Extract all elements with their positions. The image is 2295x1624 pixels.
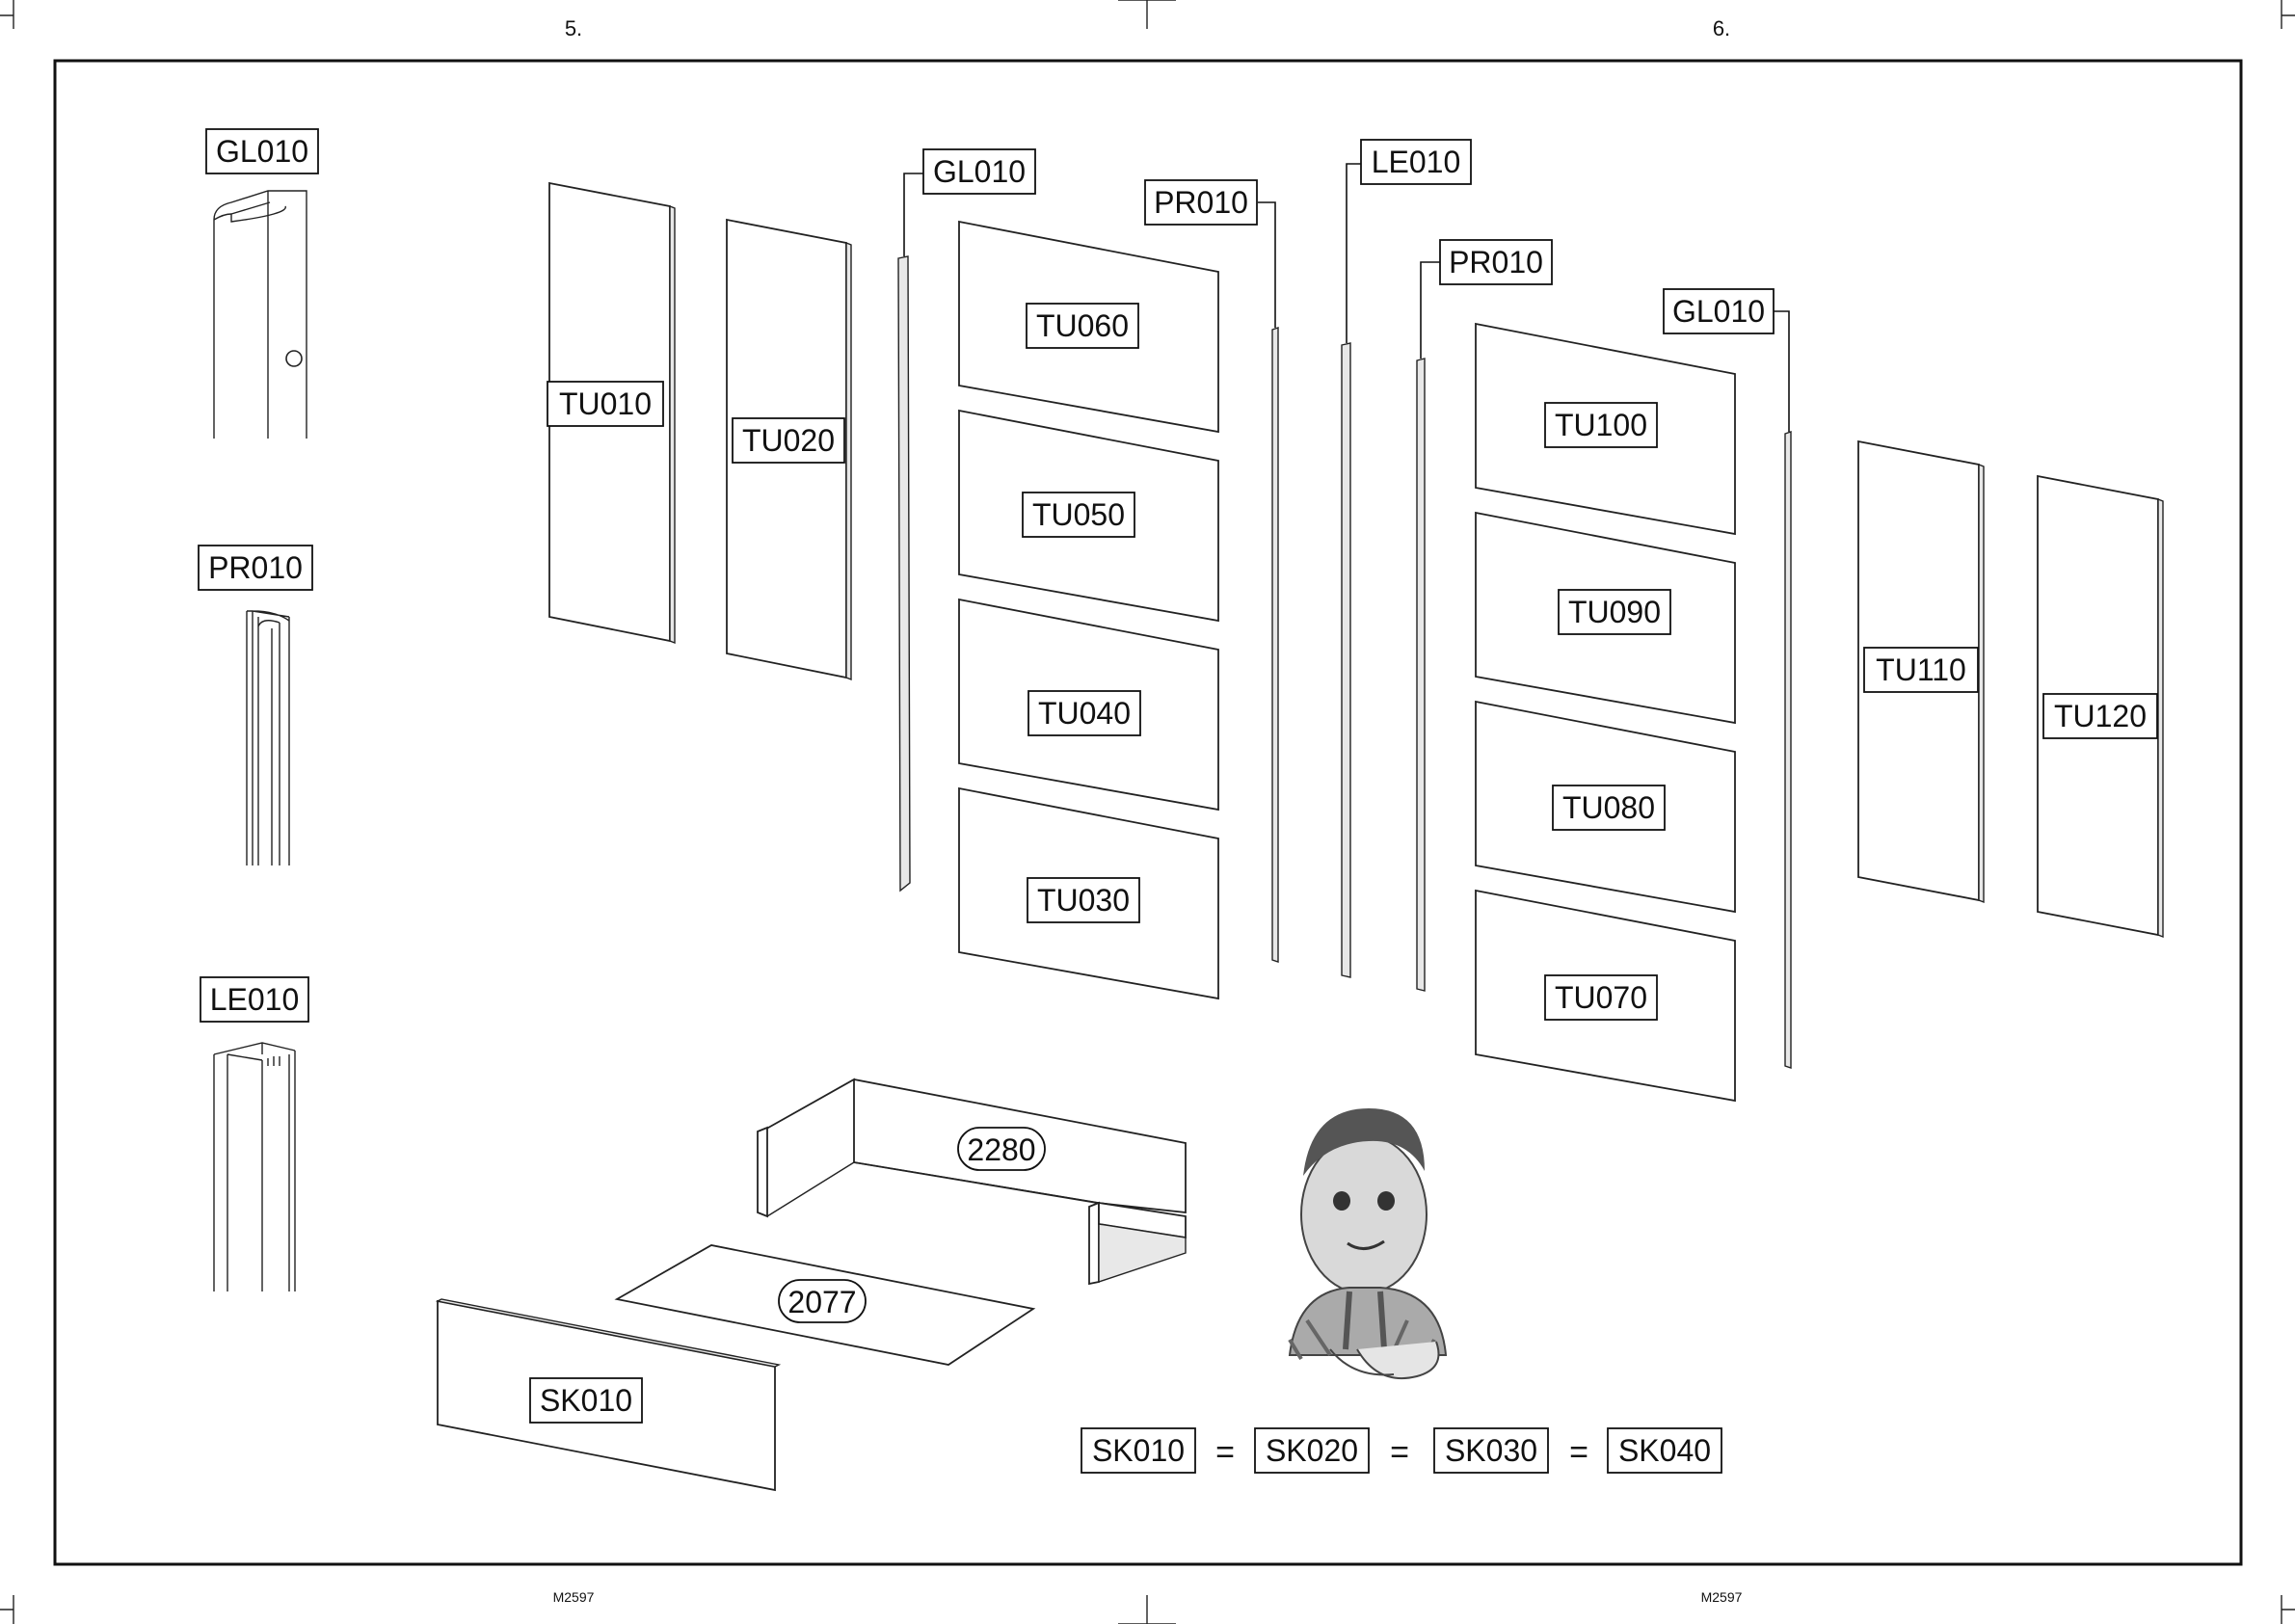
profile-gl010: GL010 bbox=[206, 129, 318, 439]
drawer-frame: 2280 bbox=[758, 1079, 1186, 1284]
equivalence-separator-2: = bbox=[1390, 1434, 1409, 1471]
panel-tu090-label: TU090 bbox=[1568, 595, 1661, 629]
rail-gl010-left-label: GL010 bbox=[933, 154, 1026, 189]
panel-tu060: TU060 bbox=[959, 222, 1218, 432]
panel-tu040-label: TU040 bbox=[1038, 696, 1131, 731]
door-tu110: TU110 bbox=[1858, 441, 1984, 902]
door-tu020: TU020 bbox=[727, 220, 851, 679]
equivalence-separator-1: = bbox=[1215, 1434, 1235, 1471]
rail-pr010-mid-label: PR010 bbox=[1154, 185, 1248, 220]
sk-equivalence: SK010 = SK020 = SK030 = SK040 bbox=[1081, 1428, 1721, 1473]
panel-tu050-label: TU050 bbox=[1032, 497, 1125, 532]
panel-tu070-label: TU070 bbox=[1555, 980, 1647, 1015]
footer-code-left: M2597 bbox=[553, 1589, 595, 1605]
page-number-left: 5. bbox=[565, 16, 582, 40]
drawer-front-label: SK010 bbox=[540, 1383, 632, 1418]
profile-pr010: PR010 bbox=[199, 546, 312, 865]
door-tu010-label: TU010 bbox=[559, 386, 652, 421]
door-tu020-label: TU020 bbox=[742, 423, 835, 458]
door-tu110-label: TU110 bbox=[1876, 652, 1966, 687]
panel-tu040: TU040 bbox=[959, 599, 1218, 810]
page-number-right: 6. bbox=[1713, 16, 1730, 40]
panel-tu030: TU030 bbox=[959, 788, 1218, 998]
profile-gl010-label: GL010 bbox=[216, 134, 308, 169]
profile-pr010-label: PR010 bbox=[208, 550, 303, 585]
door-tu120-label: TU120 bbox=[2054, 699, 2147, 733]
rail-pr010-right-label: PR010 bbox=[1449, 245, 1543, 280]
profile-le010-label: LE010 bbox=[210, 982, 300, 1017]
drawer-bottom-dimension: 2077 bbox=[787, 1285, 856, 1319]
panel-tu050: TU050 bbox=[959, 411, 1218, 621]
panel-tu100-label: TU100 bbox=[1555, 408, 1647, 442]
panel-tu060-label: TU060 bbox=[1036, 308, 1129, 343]
door-tu010: TU010 bbox=[547, 183, 675, 643]
panel-tu090: TU090 bbox=[1476, 513, 1735, 723]
panel-tu070: TU070 bbox=[1476, 891, 1735, 1101]
panel-tu080-label: TU080 bbox=[1562, 790, 1655, 825]
rail-le010-mid-label: LE010 bbox=[1372, 145, 1461, 179]
assembly-mascot-figure bbox=[1290, 1108, 1446, 1378]
equivalence-item-4: SK040 bbox=[1618, 1433, 1711, 1468]
rail-gl010-right-label: GL010 bbox=[1672, 294, 1765, 329]
footer-code-right: M2597 bbox=[1701, 1589, 1743, 1605]
profile-le010: LE010 bbox=[200, 977, 308, 1291]
panel-tu030-label: TU030 bbox=[1037, 883, 1130, 918]
panel-tu100: TU100 bbox=[1476, 324, 1735, 534]
equivalence-separator-3: = bbox=[1569, 1434, 1588, 1471]
drawer-front-sk010: SK010 bbox=[438, 1299, 779, 1490]
door-tu120: TU120 bbox=[2038, 476, 2163, 937]
panel-tu080: TU080 bbox=[1476, 702, 1735, 912]
drawer-frame-dimension: 2280 bbox=[967, 1132, 1035, 1167]
equivalence-item-1: SK010 bbox=[1092, 1433, 1185, 1468]
equivalence-item-3: SK030 bbox=[1445, 1433, 1537, 1468]
equivalence-item-2: SK020 bbox=[1266, 1433, 1358, 1468]
